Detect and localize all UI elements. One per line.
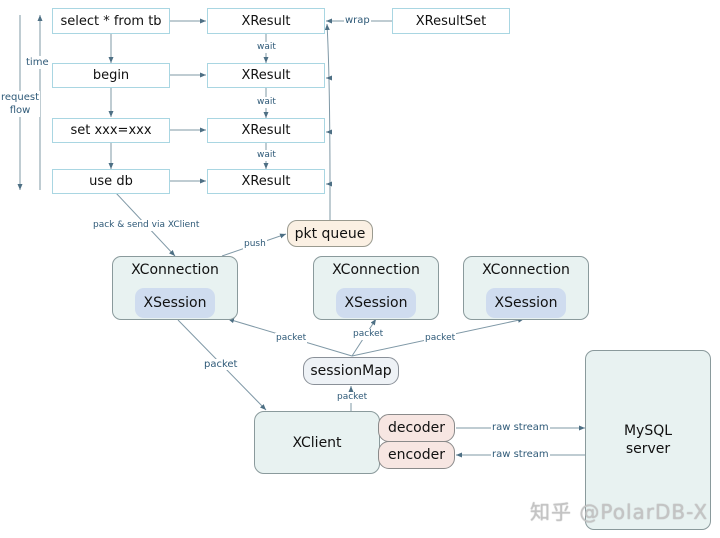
xresult-box[interactable]: XResult <box>207 118 325 143</box>
xclient-node[interactable]: XClient <box>254 411 380 474</box>
xresult-box[interactable]: XResult <box>207 169 325 194</box>
pkt-queue-node[interactable]: pkt queue <box>287 220 373 247</box>
packet-label: packet <box>203 359 239 370</box>
xsession-node[interactable]: XSession <box>135 288 215 318</box>
request-flow-label: request flow <box>0 91 40 117</box>
raw-stream-label: raw stream <box>491 422 550 433</box>
wait-label: wait <box>256 42 277 53</box>
xresultset-box[interactable]: XResultSet <box>392 8 510 34</box>
pack-send-label: pack & send via XClient <box>92 220 201 231</box>
xsession-node[interactable]: XSession <box>336 288 416 318</box>
xconnection-node-1[interactable]: XConnection XSession <box>112 256 238 320</box>
wait-label: wait <box>256 150 277 161</box>
mysql-server-node[interactable]: MySQL server <box>585 350 711 530</box>
wrap-label: wrap <box>344 15 371 26</box>
packet-label: packet <box>275 333 308 344</box>
xconnection-title: XConnection <box>332 262 420 278</box>
packet-label: packet <box>352 329 385 340</box>
wait-label: wait <box>256 97 277 108</box>
time-label: time <box>26 56 49 69</box>
packet-label: packet <box>336 392 369 403</box>
xresult-box[interactable]: XResult <box>207 63 325 88</box>
xconnection-node-3[interactable]: XConnection XSession <box>463 256 589 320</box>
encoder-node[interactable]: encoder <box>378 441 455 469</box>
request-box-begin[interactable]: begin <box>52 63 170 88</box>
xconnection-title: XConnection <box>482 262 570 278</box>
watermark: 知乎 @PolarDB-X <box>530 500 709 524</box>
request-box-use-db[interactable]: use db <box>52 169 170 194</box>
packet-label: packet <box>424 333 457 344</box>
xconnection-node-2[interactable]: XConnection XSession <box>313 256 439 320</box>
raw-stream-label: raw stream <box>491 449 550 460</box>
xsession-node[interactable]: XSession <box>486 288 566 318</box>
xconnection-title: XConnection <box>131 262 219 278</box>
push-label: push <box>243 239 267 250</box>
request-box-select[interactable]: select * from tb <box>52 8 170 34</box>
sessionmap-node[interactable]: sessionMap <box>303 357 399 385</box>
decoder-node[interactable]: decoder <box>378 414 455 442</box>
request-box-set[interactable]: set xxx=xxx <box>52 118 170 143</box>
xresult-box[interactable]: XResult <box>207 8 325 34</box>
